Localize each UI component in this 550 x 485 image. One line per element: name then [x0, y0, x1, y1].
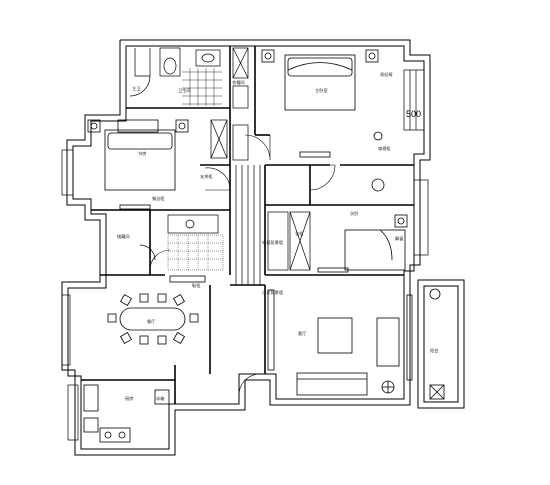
label-master-bedroom: 主卧室 — [315, 87, 328, 94]
label-kitchen: 厨房 — [125, 395, 133, 402]
label-tv-cabinet: 电视柜 — [378, 145, 391, 152]
label-tv-wall: 电视背景墙 — [262, 239, 283, 246]
balcony-walls — [417, 279, 465, 409]
study-tiles — [167, 234, 224, 271]
corridor — [235, 165, 261, 285]
label-dining-room: 餐厅 — [147, 318, 155, 325]
label-study: 书房 — [138, 150, 146, 157]
label-bathroom: 卫生间 — [178, 87, 191, 94]
label-master-bath: 主卫 — [132, 85, 140, 91]
dining-set — [107, 275, 206, 345]
study-fixtures — [139, 214, 219, 261]
label-foyer-cabinet: 鞋柜 — [192, 282, 200, 289]
label-fridge: 冰箱 — [156, 395, 164, 402]
wardrobes — [210, 47, 311, 271]
second-bed — [87, 119, 189, 210]
dimension-label: 500 — [406, 109, 421, 119]
label-guest-closet: 衣柜 — [295, 230, 303, 237]
label-walk-in-closet: 衣帽间 — [232, 79, 245, 86]
label-storage: 储藏间 — [117, 233, 130, 240]
label-balcony: 阳台 — [430, 347, 438, 354]
label-guest-window: 飘窗 — [395, 235, 403, 242]
bathroom-fixtures — [129, 47, 221, 97]
label-guest-bedroom: 次卧 — [350, 210, 358, 217]
master-bed — [261, 49, 383, 158]
label-master-chair: 贵妃椅 — [380, 71, 393, 78]
living-furniture — [267, 289, 413, 396]
kitchen-fixtures — [83, 384, 170, 443]
interior-walls — [81, 46, 414, 404]
windows — [61, 69, 429, 441]
label-sofa-wall: 沙发背景墙 — [262, 289, 283, 296]
shower-tiles — [182, 68, 222, 106]
label-living-room: 客厅 — [298, 330, 306, 337]
balcony-fixtures — [429, 288, 445, 400]
label-sideboard: 餐边柜 — [152, 195, 165, 202]
guest-bed — [317, 178, 408, 273]
doors — [149, 134, 336, 396]
outer-walls — [61, 39, 431, 456]
label-hall-closet: 玄关柜 — [200, 173, 213, 180]
